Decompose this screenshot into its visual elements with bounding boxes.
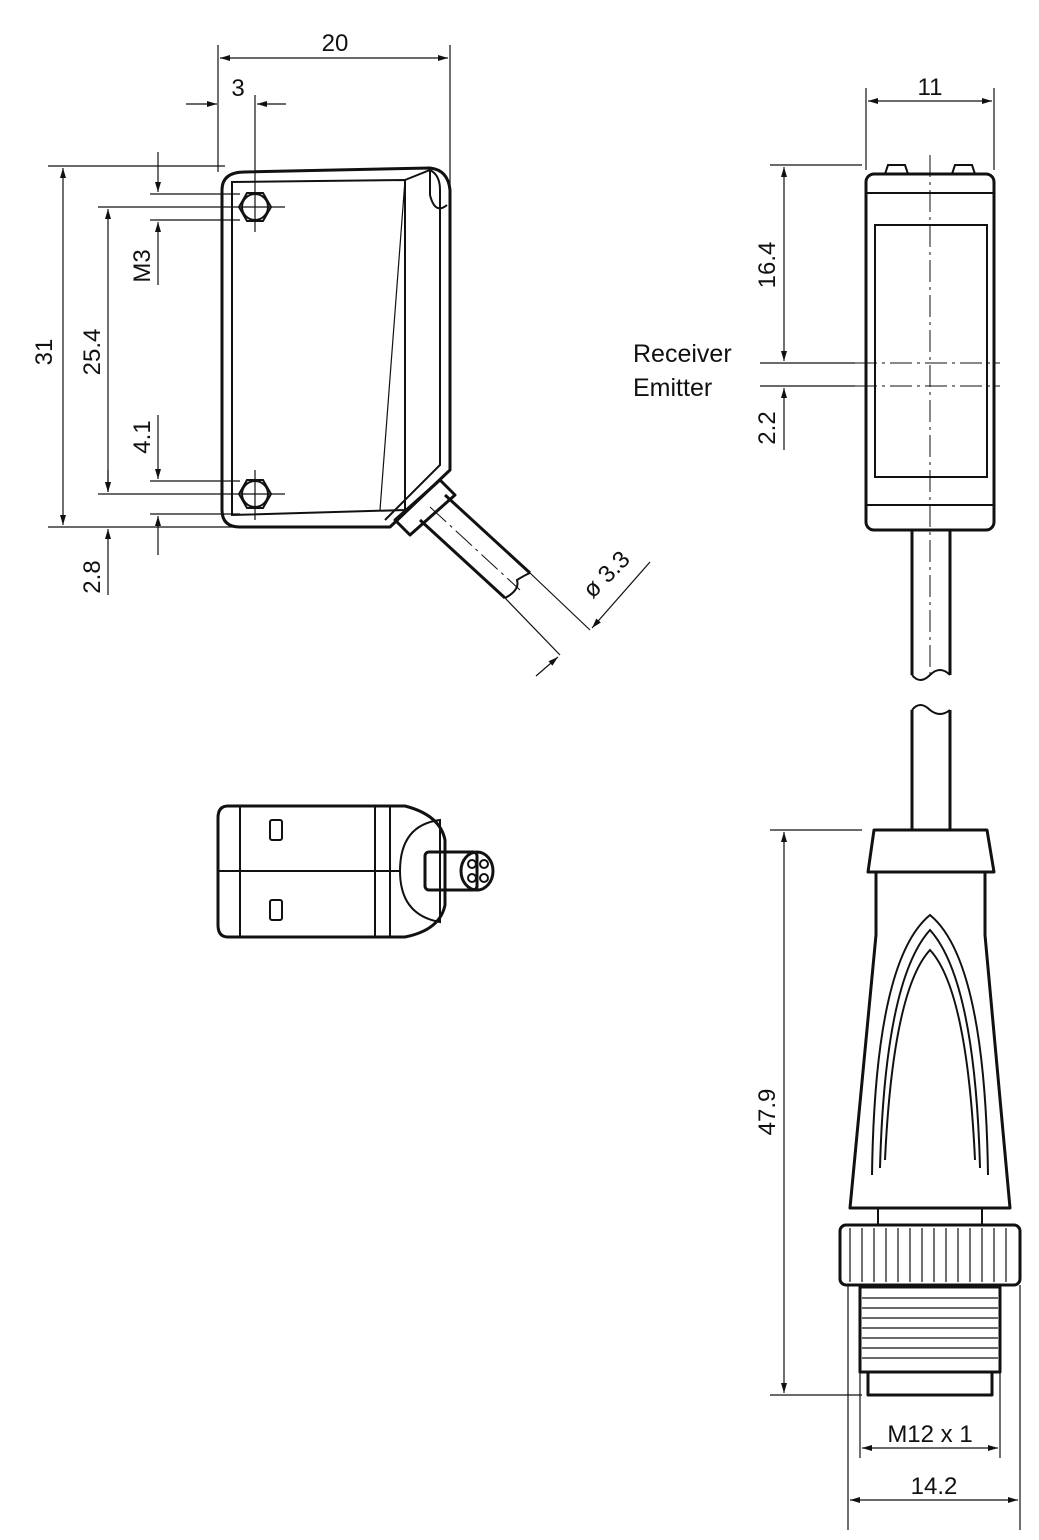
dim-width-20: 20 xyxy=(322,30,349,57)
dim-cable-diameter: ø 3.3 xyxy=(578,546,636,604)
top-view xyxy=(216,804,495,939)
dim-receiver-16-4: 16.4 xyxy=(754,242,781,289)
front-view xyxy=(220,166,532,600)
dim-offset-4-1: 4.1 xyxy=(129,420,156,453)
dim-offset-2-8: 2.8 xyxy=(79,560,106,593)
connector-dimensions: 47.9 M12 x 1 14.2 xyxy=(754,829,1021,1530)
front-dimensions: 20 3 31 25.4 M3 4.1 2.8 xyxy=(31,30,651,677)
housing-outline xyxy=(220,166,452,529)
side-view xyxy=(855,155,1000,830)
m12-connector xyxy=(838,828,1022,1397)
label-receiver: Receiver xyxy=(633,340,732,368)
label-emitter: Emitter xyxy=(633,374,712,402)
housing-taper xyxy=(379,179,406,511)
thread-section xyxy=(858,1285,1002,1374)
dim-thread-m12: M12 x 1 xyxy=(887,1421,972,1448)
side-dimensions: 11 16.4 2.2 Receiver Emitter xyxy=(633,74,995,450)
cable-stub-top xyxy=(423,850,479,892)
side-tabs xyxy=(884,164,976,175)
dim-height-31: 31 xyxy=(31,339,58,366)
dim-optical-2-2: 2.2 xyxy=(754,411,781,444)
knurled-nut xyxy=(838,1223,1022,1287)
housing-lip xyxy=(429,168,448,210)
dim-connector-14-2: 14.2 xyxy=(911,1473,958,1500)
connector-collar xyxy=(866,828,996,874)
dim-thread-m3: M3 xyxy=(129,249,156,282)
dim-offset-3: 3 xyxy=(231,75,244,102)
cable-break-lower xyxy=(911,704,951,715)
top-view-outline xyxy=(216,804,447,939)
housing-bevel xyxy=(384,168,441,521)
cable-end xyxy=(459,850,495,892)
cable-gland xyxy=(393,478,457,537)
grip-mid xyxy=(879,928,981,1169)
cable-break xyxy=(504,572,531,599)
housing-face xyxy=(231,178,406,517)
grip-outer xyxy=(871,913,989,1176)
cable-stub xyxy=(418,493,532,600)
cable-break-upper xyxy=(911,669,951,681)
dim-hole-spacing: 25.4 xyxy=(79,329,106,376)
optical-window xyxy=(874,224,988,478)
connector-body xyxy=(848,872,1012,1210)
cable-boss xyxy=(398,818,441,924)
grip-inner xyxy=(884,948,976,1161)
connector-tip xyxy=(866,1370,994,1397)
dim-side-width-11: 11 xyxy=(918,74,943,101)
dim-connector-47-9: 47.9 xyxy=(754,1089,781,1136)
